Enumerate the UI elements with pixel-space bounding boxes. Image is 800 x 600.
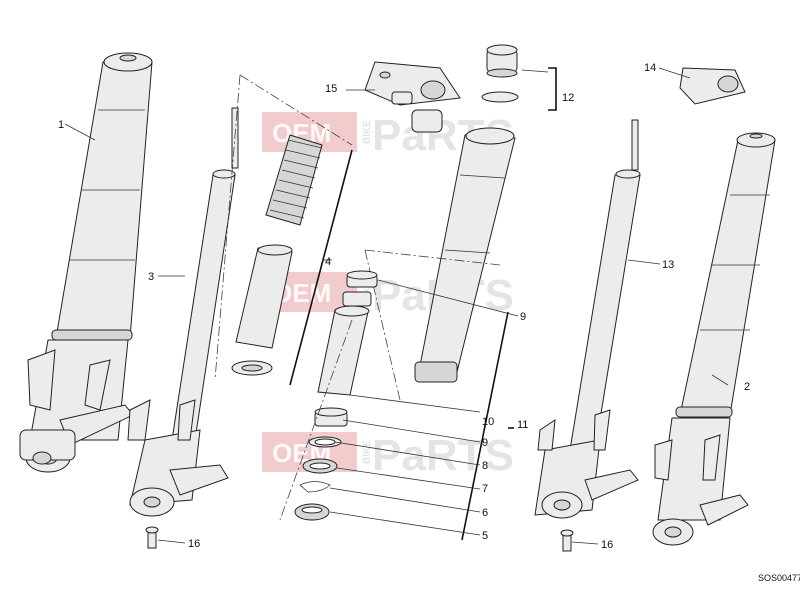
callout-13: 13 — [662, 259, 674, 271]
callout-6: 6 — [482, 507, 488, 519]
callout-10: 10 — [482, 416, 494, 428]
spacer-tube — [235, 244, 293, 349]
callout-14: 14 — [644, 62, 656, 74]
callout-16-left: 16 — [188, 538, 200, 550]
watermark-bike: BIKE — [362, 440, 373, 464]
cap-seal-kit[interactable] — [481, 44, 557, 111]
callout-7: 7 — [482, 483, 488, 495]
callout-11: 11 — [517, 419, 528, 431]
top-cap-right[interactable] — [679, 67, 746, 105]
callout-8: 8 — [482, 460, 488, 472]
leader-lines — [64, 67, 729, 545]
callout-2: 2 — [744, 381, 750, 393]
top-cap-left[interactable] — [364, 61, 461, 133]
watermark-parts: PaRTS — [372, 431, 514, 480]
seal-stack[interactable] — [279, 311, 514, 541]
watermark-bike: BIKE — [362, 120, 373, 144]
callouts: 1 2 3 4 5 6 7 8 9 9 10 11 12 13 14 15 16… — [58, 62, 750, 551]
oil-seal — [302, 458, 338, 474]
callout-9-upper: 9 — [520, 311, 526, 323]
stanchion-right[interactable] — [534, 119, 641, 519]
callout-16-right: 16 — [601, 539, 613, 551]
callout-5: 5 — [482, 530, 488, 542]
circlip — [299, 481, 331, 493]
dust-seal — [294, 503, 330, 521]
stanchion-left[interactable] — [127, 107, 239, 517]
lower-bushing — [314, 407, 348, 427]
drawing-code: SOS00477 — [758, 573, 800, 583]
callout-15: 15 — [325, 83, 337, 95]
callout-1: 1 — [58, 119, 64, 131]
callout-12: 12 — [562, 92, 574, 104]
callout-3: 3 — [148, 271, 154, 283]
spring-washer — [231, 360, 273, 376]
callout-9-lower: 9 — [482, 437, 488, 449]
spring-kit[interactable] — [214, 74, 353, 386]
callout-4: 4 — [325, 256, 331, 268]
axle-bolt-right[interactable] — [560, 529, 574, 552]
coil-spring — [265, 134, 323, 226]
fork-tube-right[interactable] — [652, 132, 776, 546]
fork-tube-center[interactable] — [364, 127, 516, 401]
axle-bolt-left[interactable] — [145, 526, 159, 549]
fork-tube-left[interactable] — [19, 52, 153, 473]
guide-bushings[interactable] — [317, 270, 378, 396]
